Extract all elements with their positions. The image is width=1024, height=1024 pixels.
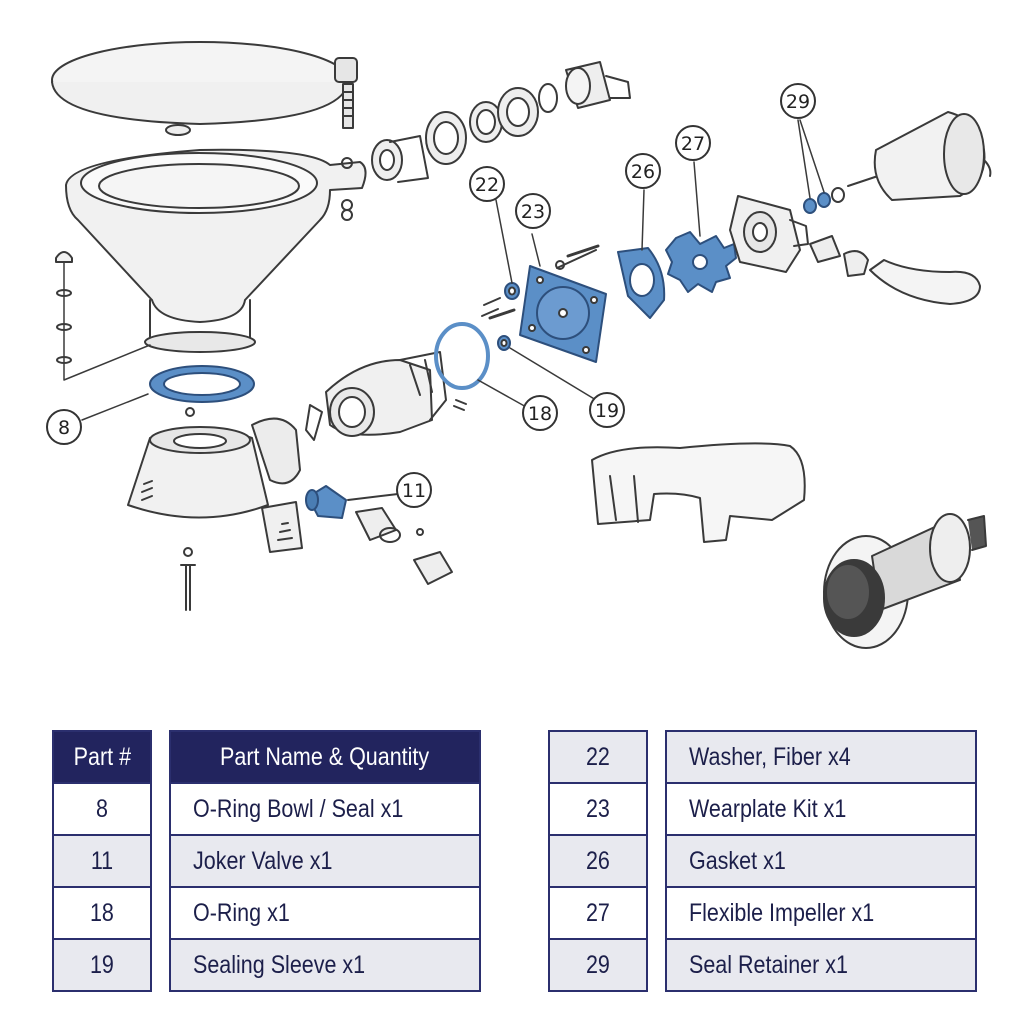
table-row: 23 Wearplate Kit x1 (548, 784, 977, 836)
part-name: O-Ring x1 (169, 888, 481, 940)
wearplate-bolts (488, 244, 600, 320)
part-name: O-Ring Bowl / Seal x1 (169, 784, 481, 836)
discharge-fittings (371, 61, 631, 183)
callout-26: 26 (625, 153, 661, 189)
part-name: Wearplate Kit x1 (665, 784, 977, 836)
callout-label: 19 (595, 400, 619, 422)
joker-valve-part-11 (305, 485, 399, 519)
control-switch (823, 513, 987, 649)
callout-8: 8 (46, 409, 82, 445)
part-name: Gasket x1 (665, 836, 977, 888)
part-number: 18 (52, 888, 152, 940)
washer-fiber-part-22 (481, 199, 520, 317)
part-number: 8 (52, 784, 152, 836)
intake-housing (305, 351, 467, 441)
callout-19: 19 (589, 392, 625, 428)
table-row: 18 O-Ring x1 (52, 888, 481, 940)
part-name: Flexible Impeller x1 (665, 888, 977, 940)
callout-11: 11 (396, 472, 432, 508)
callout-23: 23 (515, 193, 551, 229)
part-number: 11 (52, 836, 152, 888)
part-name: Sealing Sleeve x1 (169, 940, 481, 992)
pump-base-housing (127, 417, 303, 611)
callout-27: 27 (675, 125, 711, 161)
header-part-number: Part # (52, 730, 152, 784)
header-part-name: Part Name & Quantity (169, 730, 481, 784)
table-row: 19 Sealing Sleeve x1 (52, 940, 481, 992)
seal-retainer-part-29 (797, 119, 845, 214)
wearplate-kit-part-23 (519, 249, 607, 363)
callout-label: 23 (521, 201, 545, 223)
table-row: 26 Gasket x1 (548, 836, 977, 888)
callout-22: 22 (469, 166, 505, 202)
mounting-hardware (55, 251, 151, 381)
sealing-sleeve-part-19 (497, 335, 597, 401)
pump-motor (847, 111, 992, 201)
intake-hose-and-fittings (809, 235, 981, 305)
pump-cover-body (729, 195, 809, 273)
callout-18: 18 (522, 395, 558, 431)
part-number: 19 (52, 940, 152, 992)
table-row: 11 Joker Valve x1 (52, 836, 481, 888)
table-row: 22 Washer, Fiber x4 (548, 730, 977, 784)
o-ring-bowl-seal-part-8 (149, 365, 255, 417)
flexible-impeller-part-27 (665, 231, 737, 293)
parts-table-left: Part # Part Name & Quantity 8 O-Ring Bow… (35, 730, 498, 992)
gasket-part-26 (617, 247, 666, 319)
callout-label: 11 (402, 480, 426, 502)
callout-label: 26 (631, 161, 655, 183)
callouts: 8 11 18 19 22 23 26 27 (46, 83, 816, 508)
callout-label: 29 (786, 91, 810, 113)
part-name: Seal Retainer x1 (665, 940, 977, 992)
callout-label: 27 (681, 133, 705, 155)
callout-label: 8 (58, 417, 70, 439)
part-number: 26 (548, 836, 648, 888)
exploded-parts-diagram: 8 11 18 19 22 23 26 27 (46, 41, 992, 649)
toilet-bowl (65, 148, 367, 353)
table-row: 29 Seal Retainer x1 (548, 940, 977, 992)
part-number: 27 (548, 888, 648, 940)
part-name: Joker Valve x1 (169, 836, 481, 888)
table-row: 8 O-Ring Bowl / Seal x1 (52, 784, 481, 836)
table-row: 27 Flexible Impeller x1 (548, 888, 977, 940)
outlet-fittings (355, 507, 453, 585)
callout-29: 29 (780, 83, 816, 119)
callout-label: 18 (528, 403, 552, 425)
part-name: Washer, Fiber x4 (665, 730, 977, 784)
table-header-row: Part # Part Name & Quantity (52, 730, 481, 784)
o-ring-part-18 (434, 322, 529, 409)
parts-table-right: 22 Washer, Fiber x4 23 Wearplate Kit x1 … (531, 730, 994, 992)
motor-cover (591, 442, 806, 543)
part-number: 23 (548, 784, 648, 836)
part-number: 29 (548, 940, 648, 992)
part-number: 22 (548, 730, 648, 784)
toilet-lid (51, 41, 358, 136)
callout-label: 22 (475, 174, 499, 196)
